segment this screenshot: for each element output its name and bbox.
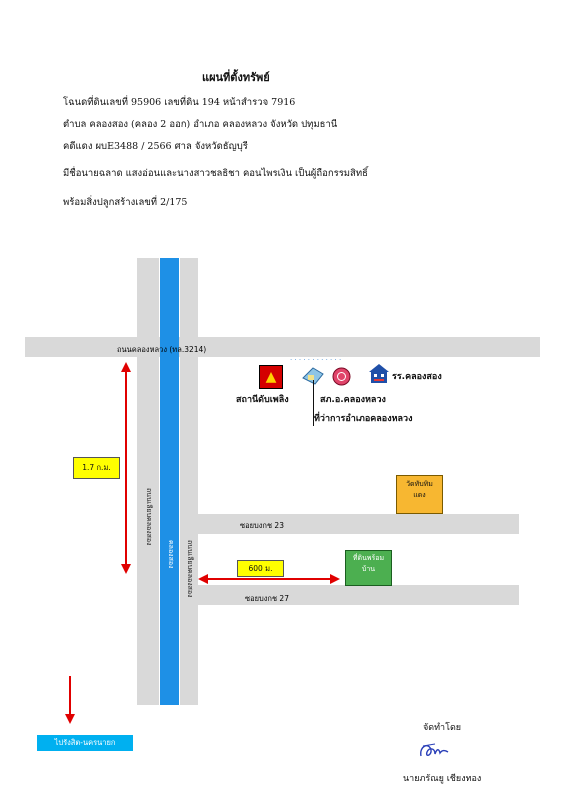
fire-station-label: สถานีดับเพลิง — [236, 395, 289, 405]
canal-label: คลองสอง — [167, 540, 175, 569]
building-info: พร้อมสิ่งปลูกสร้างเลขที่ 2/175 — [63, 197, 188, 208]
direction-label: ไปรังสิต-นครนายก — [37, 735, 133, 751]
school-icon — [368, 363, 390, 385]
owner-info: มีชื่อนายฉลาด แสงอ่อนและนางสาวชลธิชา คอน… — [63, 168, 368, 179]
main-road-label: ถนนคลองหลวง (ทล.3214) — [117, 345, 207, 354]
author-name: นายภรัณยู เชียงทอง — [403, 774, 482, 784]
page-title: แผนที่ตั้งทรัพย์ — [202, 71, 270, 84]
left-road-label: ถนนเลียบคลองสอง — [145, 488, 153, 546]
distance-main-label: 1.7 ก.ม. — [73, 457, 120, 479]
police-building-icon — [301, 366, 325, 385]
soi-27-label: ซอยบงกช 27 — [245, 594, 289, 603]
made-by-label: จัดทำโดย — [423, 723, 462, 733]
soi-27-road — [198, 585, 519, 605]
signature — [415, 738, 455, 764]
canal — [160, 258, 179, 705]
district-office-pointer — [313, 380, 314, 426]
right-road-label: ถนนเลียบคลองสอง — [186, 540, 194, 598]
location-info: ตำบล คลองสอง (คลอง 2 ออก) อำเภอ คลองหลวง… — [63, 119, 338, 130]
left-road — [137, 258, 159, 705]
property-marker: ที่ดินพร้อมบ้าน — [345, 550, 392, 586]
right-road — [180, 258, 198, 705]
deed-info: โฉนดที่ดินเลขที่ 95906 เลขที่ดิน 194 หน้… — [63, 97, 296, 108]
distance-soi-label: 600 ม. — [237, 560, 284, 577]
soi-23-label: ซอยบงกช 23 — [240, 521, 284, 530]
fire-station-icon: ▲ — [259, 365, 283, 389]
district-office-label: ที่ว่าการอำเภอคลองหลวง — [314, 414, 413, 424]
police-station-label: สภ.อ.คลองหลวง — [320, 395, 386, 405]
temple-marker: วัดทับทิมแดง — [396, 475, 443, 514]
case-info: คดีแดง ผบE3488 / 2566 ศาล จังหวัดธัญบุรี — [63, 141, 248, 152]
police-emblem-icon — [332, 367, 351, 386]
soi-23-road — [198, 514, 519, 534]
main-road — [25, 337, 540, 357]
district-marker-dots: · · · · · · · · · · · · — [290, 356, 342, 364]
school-label: รร.คลองสอง — [392, 372, 442, 382]
